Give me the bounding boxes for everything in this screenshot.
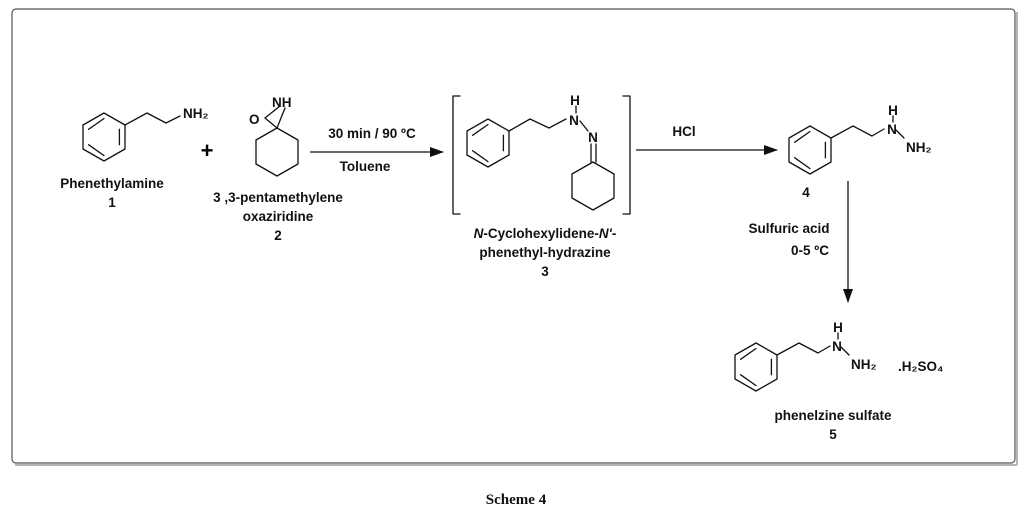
compound-2-number: 2 <box>274 228 282 243</box>
compound-5-n-label: N <box>832 339 842 354</box>
compound-3-name-dash: - <box>612 226 617 241</box>
step3-condition-line2: 0-5 ºC <box>791 243 829 258</box>
compound-1-nh2-label: NH₂ <box>183 106 209 121</box>
plus-sign: + <box>201 138 214 163</box>
step1-condition-top: 30 min / 90 ºC <box>328 126 416 141</box>
compound-1-number: 1 <box>108 195 116 210</box>
step1-condition-bottom: Toluene <box>340 159 391 174</box>
compound-4-number: 4 <box>802 185 810 200</box>
compound-5-h-label: H <box>833 320 843 335</box>
compound-2-structure <box>255 105 299 177</box>
compound-5-nh2-label: NH₂ <box>851 357 877 372</box>
compound-1-name: Phenethylamine <box>60 176 164 191</box>
scheme-frame <box>11 8 1016 464</box>
step2-condition: HCl <box>672 124 695 139</box>
compound-1-structure <box>82 112 181 162</box>
compound-4-nh2-label: NH₂ <box>906 140 932 155</box>
scheme-caption: Scheme 4 <box>486 492 547 508</box>
compound-3-structure <box>466 105 615 211</box>
compound-2-name-line2: oxaziridine <box>243 209 314 224</box>
step3-condition-line1: Sulfuric acid <box>748 221 829 236</box>
compound-3-h-label: H <box>570 93 580 108</box>
compound-3-name-italic-nprime: N' <box>599 226 613 241</box>
compound-5-salt-label: .H₂SO₄ <box>898 359 943 374</box>
compound-3-n1-label: N <box>569 113 579 128</box>
compound-3-name-italic-n: N <box>474 226 484 241</box>
compound-5-structure <box>734 332 850 392</box>
compound-2-name-line1: 3 ,3-pentamethylene <box>213 190 343 205</box>
compound-4-n-label: N <box>887 122 897 137</box>
compound-3-name-mid: -Cyclohexylidene- <box>483 226 599 241</box>
compound-5-name: phenelzine sulfate <box>774 408 892 423</box>
compound-3-n2-label: N <box>588 130 598 145</box>
compound-3-name-line2: phenethyl-hydrazine <box>479 245 611 260</box>
compound-2-nh-label: NH <box>272 95 292 110</box>
intermediate-brackets <box>452 95 631 215</box>
compound-2-o-label: O <box>249 112 260 127</box>
compound-4-h-label: H <box>888 103 898 118</box>
compound-4-structure <box>788 115 905 175</box>
compound-5-number: 5 <box>829 427 837 442</box>
compound-3-name-line1: N-Cyclohexylidene-N'- <box>474 226 617 241</box>
compound-3-number: 3 <box>541 264 549 279</box>
